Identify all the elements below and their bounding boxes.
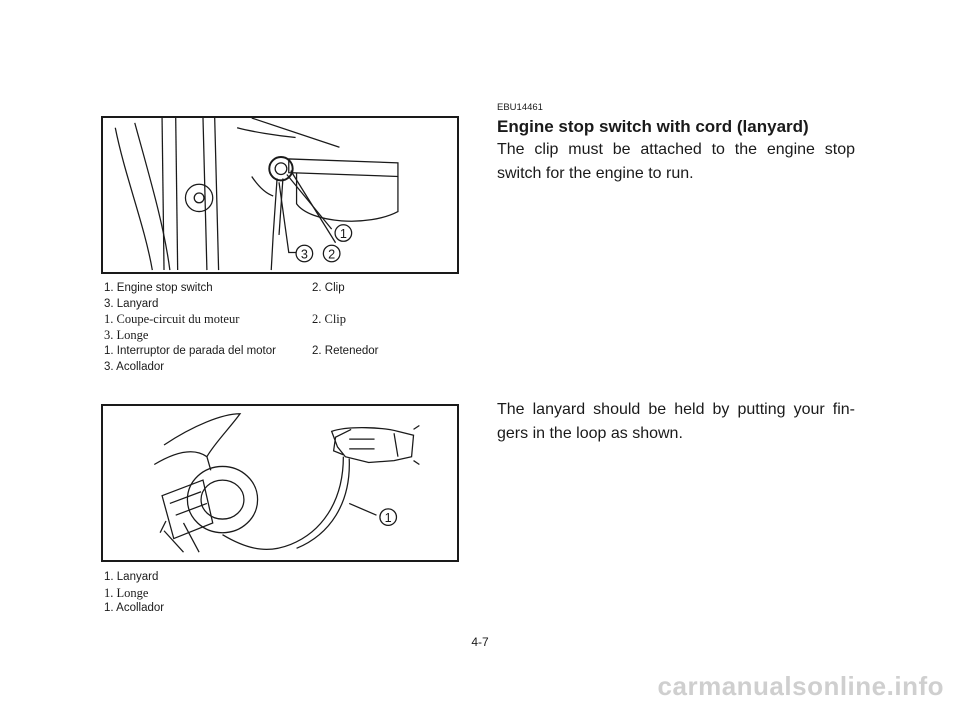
legend-row: 1. Lanyard — [104, 571, 159, 583]
callout-1: 1 — [334, 224, 353, 242]
page-number: 4-7 — [471, 635, 489, 649]
figure1-legend: 1. Engine stop switch 2. Clip 3. Lanyard… — [104, 281, 379, 375]
svg-text:3: 3 — [301, 247, 308, 261]
legend-row: 1. Longe — [104, 585, 149, 600]
lanyard-illustration: 1 — [153, 413, 420, 553]
legend-row: 3. Acollador — [104, 360, 165, 373]
legend-row: 3. Longe — [104, 328, 149, 343]
legend-row: 3. Lanyard — [104, 297, 159, 310]
svg-text:1: 1 — [385, 511, 392, 525]
legend-row: 1. Engine stop switch 2. Clip — [104, 282, 345, 294]
paragraph-clip: The clip must be attached to the engine … — [497, 141, 855, 182]
figure-lanyard: 1 — [101, 404, 459, 562]
legend-row: 1. Coupe-circuit du moteur 2. Clip — [104, 312, 347, 327]
section-code: EBU14461 — [497, 102, 543, 113]
figure-engine-stop-switch: 1 2 3 — [101, 116, 459, 274]
svg-text:1: 1 — [340, 227, 347, 241]
watermark: carmanualsonline.info — [657, 671, 944, 701]
callout-2: 2 — [322, 244, 341, 263]
callout-1: 1 — [379, 508, 398, 527]
section-heading: Engine stop switch with cord (lanyard) — [497, 117, 809, 136]
engine-stop-switch-illustration: 1 2 3 — [114, 118, 399, 271]
legend-row: 1. Acollador — [104, 602, 165, 615]
paragraph-lanyard: The lanyard should be held by putting yo… — [497, 401, 855, 442]
figure2-legend: 1. Lanyard 1. Longe 1. Acollador — [104, 570, 164, 617]
svg-text:2: 2 — [328, 247, 335, 261]
legend-row: 1. Interruptor de parada del motor 2. Re… — [104, 344, 379, 357]
callout-3: 3 — [295, 244, 314, 263]
